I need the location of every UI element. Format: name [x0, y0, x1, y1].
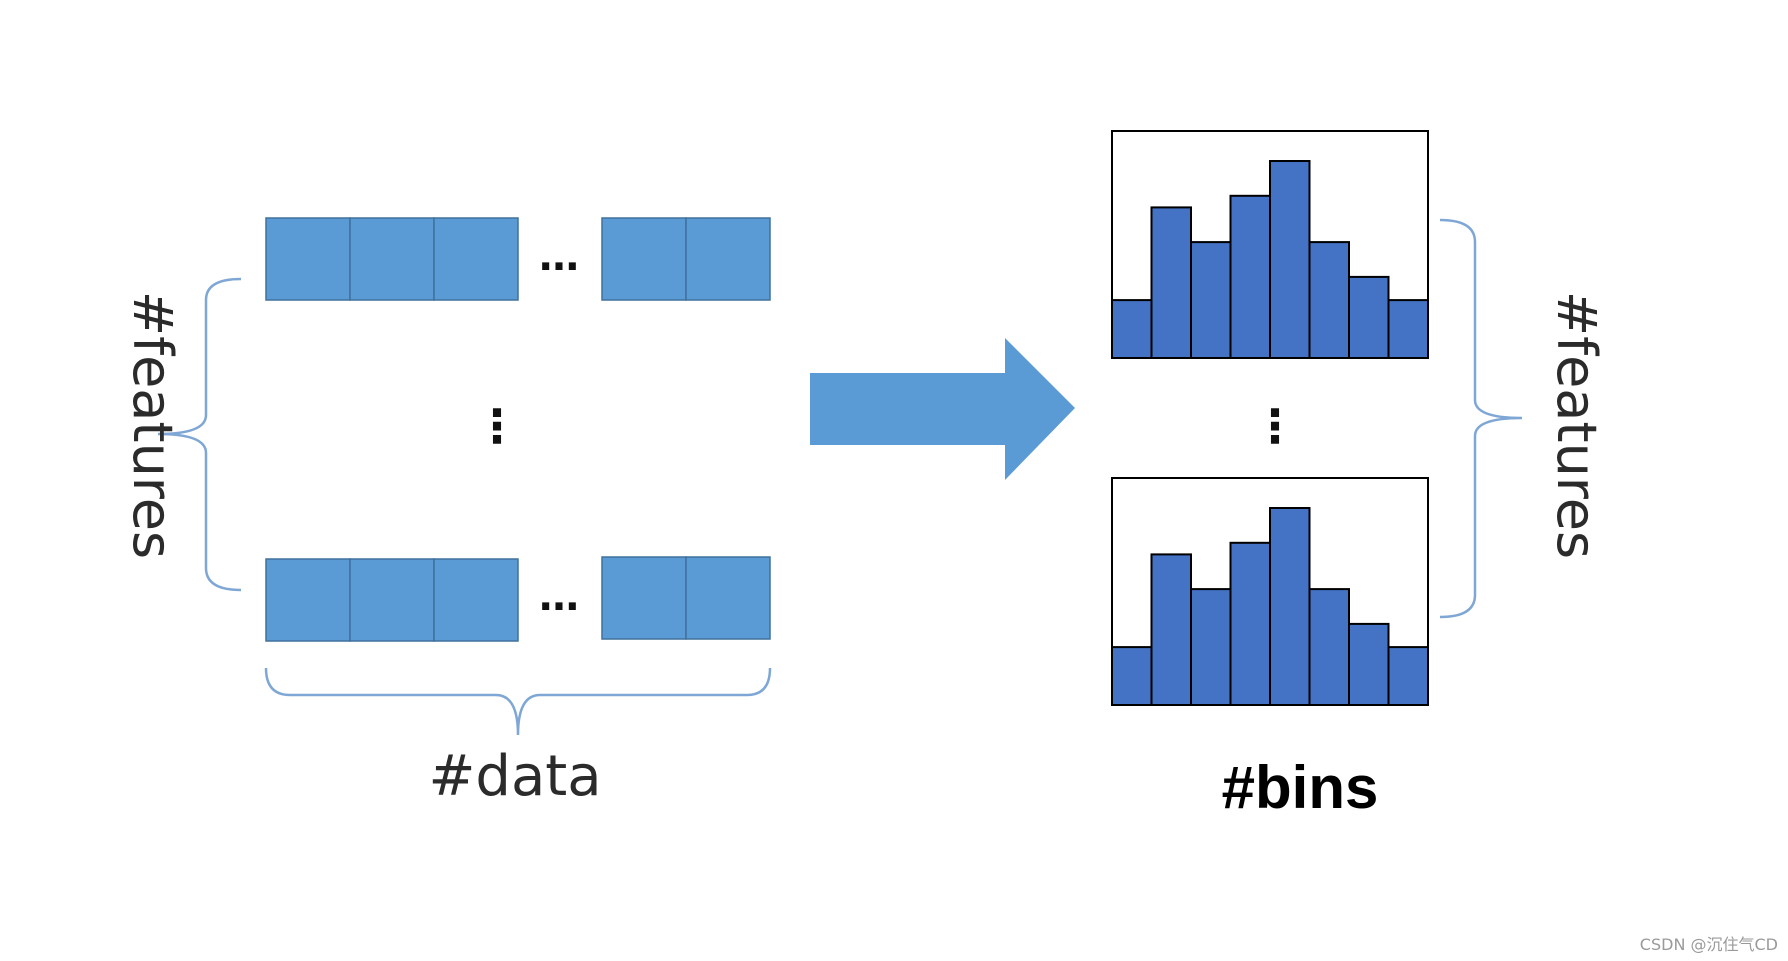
- histogram-bars: [1111, 160, 1429, 360]
- histogram-bar: [1269, 160, 1311, 359]
- matrix-cell: [349, 217, 435, 301]
- data-label: #data: [428, 744, 601, 809]
- right-features-brace: [1439, 218, 1523, 619]
- matrix-cell: [685, 556, 771, 640]
- watermark: CSDN @沉住气CD: [1640, 935, 1778, 954]
- row-ellipsis: …: [539, 574, 579, 620]
- histogram-bar: [1111, 646, 1153, 706]
- histogram-bar: [1150, 553, 1192, 707]
- row-ellipsis: …: [539, 234, 579, 280]
- features-label-right: #features: [1545, 291, 1608, 559]
- histogram-bar: [1387, 646, 1429, 706]
- histogram-bar: [1229, 541, 1271, 706]
- histogram-ellipsis: ⋮: [1252, 399, 1298, 453]
- matrix-row-top: …: [265, 217, 771, 301]
- histogram-bars: [1111, 507, 1429, 707]
- histogram-bar: [1190, 241, 1232, 360]
- bins-label: #bins: [1222, 754, 1379, 821]
- matrix-cell: [349, 558, 435, 642]
- data-matrix: … ⋮ …: [265, 217, 771, 642]
- histogram-bar: [1229, 194, 1271, 359]
- column-ellipsis: ⋮: [474, 399, 520, 453]
- histogram-bar: [1308, 588, 1350, 706]
- matrix-cell: [601, 217, 687, 301]
- matrix-cell: [265, 558, 351, 642]
- matrix-cell: [601, 556, 687, 640]
- histogram-top: [1111, 130, 1429, 360]
- histogram-bar: [1348, 275, 1390, 359]
- histogram-bottom: [1111, 477, 1429, 707]
- histogram-bar: [1308, 241, 1350, 360]
- histogram-bar: [1111, 299, 1153, 360]
- matrix-cell: [433, 217, 519, 301]
- matrix-cell: [265, 217, 351, 301]
- histogram-bar: [1348, 622, 1390, 707]
- matrix-cell: [685, 217, 771, 301]
- matrix-cell: [433, 558, 519, 642]
- histogram-bar: [1387, 299, 1429, 360]
- histogram-bar: [1269, 507, 1311, 706]
- histogram-bar: [1190, 588, 1232, 706]
- transform-arrow: [810, 338, 1075, 480]
- histogram-bar: [1150, 206, 1192, 359]
- matrix-row-bottom: …: [265, 556, 771, 642]
- features-label-left: #features: [121, 291, 184, 559]
- data-brace: [264, 667, 772, 736]
- left-features-brace: [157, 277, 242, 592]
